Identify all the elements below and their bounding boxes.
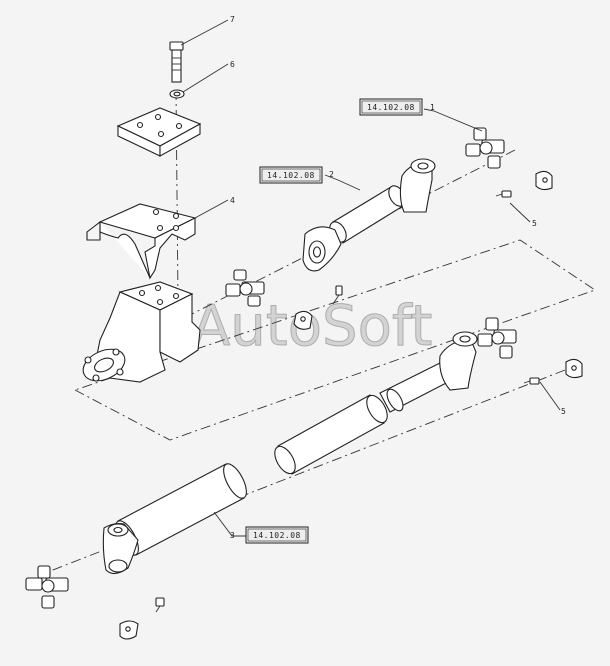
callout-1: 1 bbox=[430, 103, 435, 112]
u-joint-axle bbox=[225, 269, 265, 307]
u-joint-right-middle bbox=[477, 317, 517, 359]
strap-clip-axle bbox=[293, 285, 343, 330]
strap-clip-lower bbox=[119, 597, 165, 640]
leader-4 bbox=[194, 199, 229, 219]
callout-3: 3 bbox=[230, 531, 235, 540]
strap-clip-upper-right bbox=[495, 170, 553, 198]
center-shaft bbox=[274, 331, 478, 475]
leader-3 bbox=[213, 511, 246, 537]
strap-clip-right-middle bbox=[523, 358, 583, 385]
ref-box-3[interactable]: 14.102.08 bbox=[245, 526, 309, 544]
callout-5-lower: 5 bbox=[561, 407, 566, 416]
ref-box-1-label: 14.102.08 bbox=[367, 103, 415, 112]
callout-5-upper: 5 bbox=[532, 219, 537, 228]
axle-housing bbox=[82, 281, 201, 383]
ref-box-1[interactable]: 14.102.08 bbox=[359, 98, 423, 116]
assembly-outline bbox=[74, 239, 596, 441]
shaft-part-2 bbox=[302, 158, 436, 272]
ref-box-2-label: 14.102.08 bbox=[267, 171, 315, 180]
callout-7: 7 bbox=[230, 15, 235, 24]
callout-4: 4 bbox=[230, 196, 235, 205]
u-joint-part-1 bbox=[465, 127, 505, 169]
bracket-part-4 bbox=[86, 203, 197, 280]
ref-box-3-label: 14.102.08 bbox=[253, 531, 301, 540]
top-plate bbox=[116, 107, 202, 157]
leader-5a bbox=[509, 202, 531, 223]
shaft-part-3 bbox=[102, 463, 247, 575]
leader-6 bbox=[182, 63, 229, 93]
washer-part-6 bbox=[169, 89, 185, 99]
leader-2 bbox=[324, 174, 361, 191]
leader-1 bbox=[423, 108, 483, 132]
leader-5b bbox=[539, 381, 561, 411]
callout-2: 2 bbox=[329, 170, 334, 179]
bolt-part-7 bbox=[169, 41, 184, 83]
watermark: AutoSoft bbox=[192, 294, 433, 359]
leader-7 bbox=[180, 19, 229, 46]
u-joint-lower-left bbox=[25, 565, 69, 609]
callout-6: 6 bbox=[230, 60, 235, 69]
ref-box-2[interactable]: 14.102.08 bbox=[259, 166, 323, 184]
